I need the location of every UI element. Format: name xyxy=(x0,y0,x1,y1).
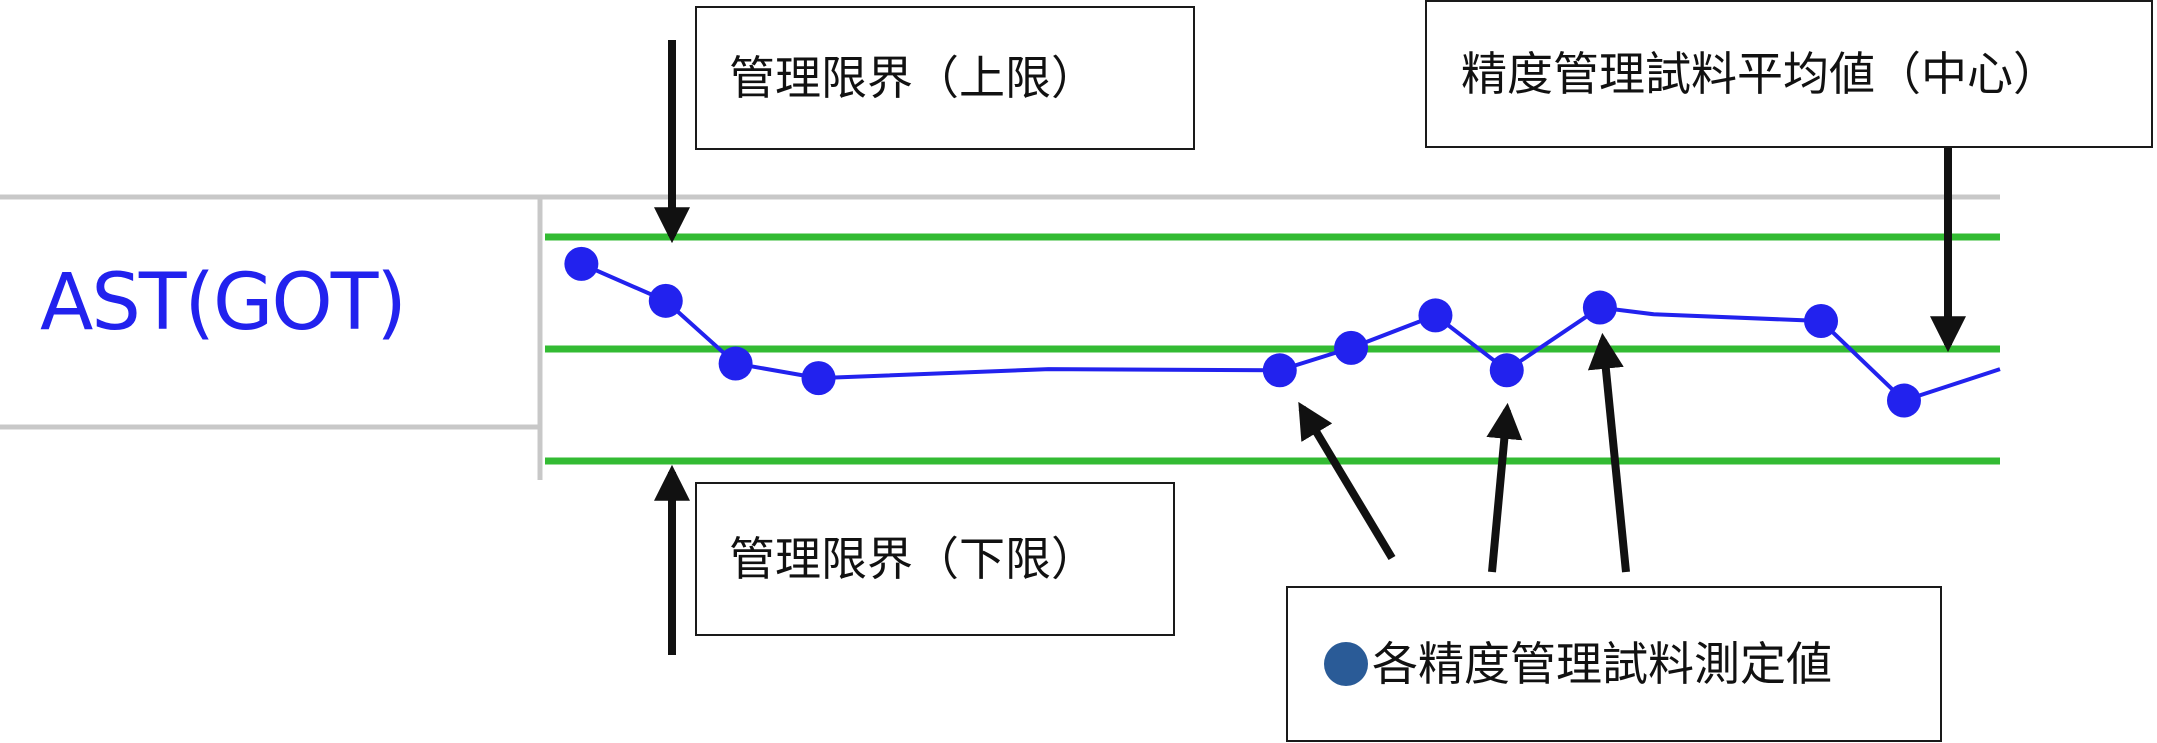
center-line-callout: 精度管理試料平均値（中心） xyxy=(1425,0,2153,148)
measurement-points-callout-text: 各精度管理試料測定値 xyxy=(1372,637,1832,691)
data-point-marker xyxy=(648,283,683,318)
data-point-marker xyxy=(1489,353,1524,388)
data-point-marker xyxy=(1262,353,1297,388)
callout-arrows xyxy=(654,40,1966,655)
measurement-series xyxy=(564,246,2001,418)
arrow-point-1 xyxy=(1298,401,1396,561)
lower-limit-callout-text: 管理限界（下限） xyxy=(729,532,1097,586)
center-line-callout-text: 精度管理試料平均値（中心） xyxy=(1461,47,2059,101)
measurement-points-callout: 各精度管理試料測定値 xyxy=(1286,586,1942,742)
upper-limit-callout-text: 管理限界（上限） xyxy=(729,51,1097,105)
data-point-marker xyxy=(1804,304,1839,338)
data-point-marker xyxy=(718,346,753,381)
analyte-label: AST(GOT) xyxy=(40,258,407,348)
data-point-marker xyxy=(1334,330,1369,365)
upper-limit-callout: 管理限界（上限） xyxy=(695,6,1195,150)
data-point-marker xyxy=(564,246,599,281)
data-point-marker xyxy=(1418,298,1453,333)
data-point-marker xyxy=(1582,290,1617,325)
arrow-point-2 xyxy=(1486,402,1523,573)
lower-limit-callout: 管理限界（下限） xyxy=(695,482,1175,636)
arrow-point-3 xyxy=(1587,332,1630,573)
legend-dot-icon xyxy=(1324,642,1368,686)
reference-lines xyxy=(545,233,2000,465)
data-point-marker xyxy=(801,361,836,396)
data-point-marker xyxy=(1886,383,1921,418)
